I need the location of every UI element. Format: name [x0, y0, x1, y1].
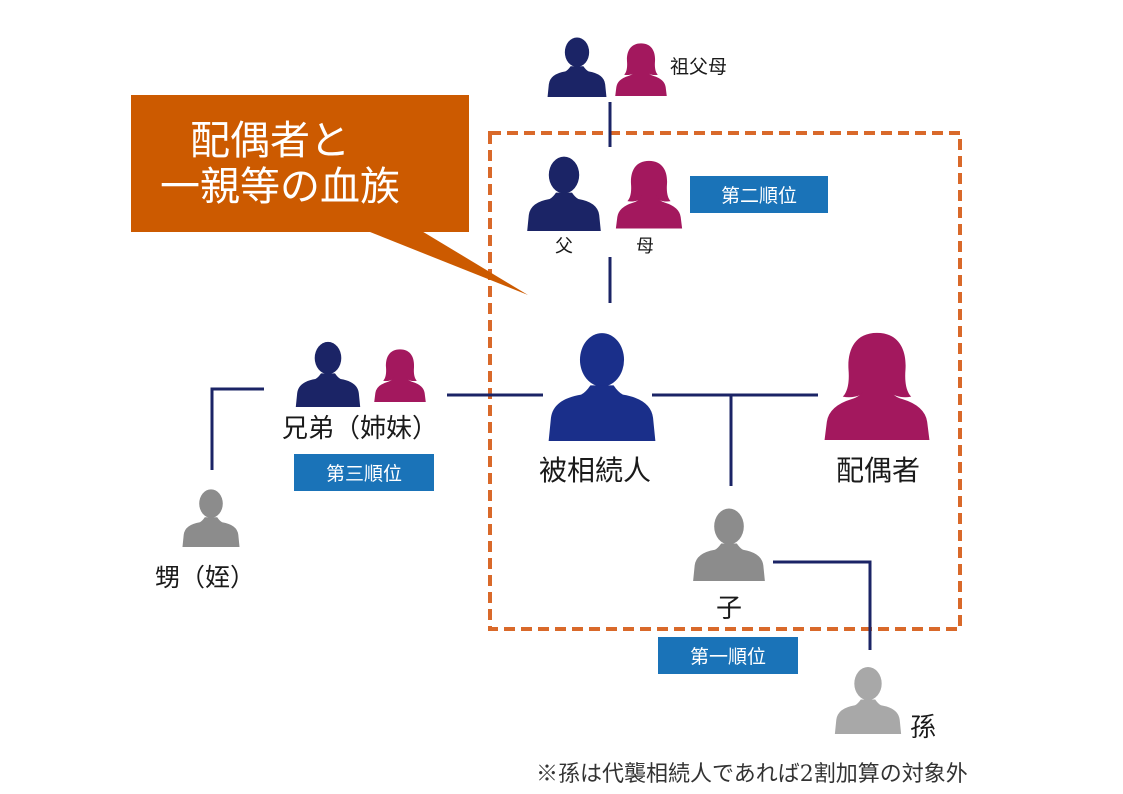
label-decedent: 被相続人 [539, 454, 652, 487]
spouse-icon [824, 332, 930, 440]
badge-third-rank: 第三順位 [294, 454, 434, 491]
label-mother: 母 [636, 236, 654, 257]
mother-icon [615, 160, 683, 229]
footnote: ※孫は代襲相続人であれば2割加算の対象外 [536, 762, 968, 787]
decedent-icon [548, 333, 656, 441]
label-nephew: 甥（姪） [155, 563, 256, 592]
grandfather-icon [547, 37, 607, 97]
label-spouse: 配偶者 [836, 454, 921, 487]
father-icon [527, 156, 601, 231]
label-child: 子 [716, 594, 743, 624]
badge-second-rank: 第二順位 [690, 176, 828, 213]
callout-line-1: 配偶者と [190, 118, 350, 164]
label-grandchild: 孫 [910, 713, 937, 743]
sister-icon [374, 349, 426, 402]
brother-icon [295, 341, 361, 407]
first-degree-range-box [488, 131, 962, 631]
callout-line-2: 一親等の血族 [160, 164, 400, 210]
label-grandparents: 祖父母 [670, 56, 728, 78]
child-icon [693, 508, 765, 581]
badge-first-rank: 第一順位 [658, 637, 798, 674]
nephew-icon [182, 489, 240, 547]
connector-lines [210, 102, 872, 650]
label-siblings: 兄弟（姉妹） [282, 414, 439, 444]
label-father: 父 [555, 236, 573, 257]
callout-text: 配偶者と 一親等の血族 [160, 118, 400, 210]
grandchild-icon [834, 667, 902, 734]
callout-box [131, 95, 528, 295]
grandmother-icon [615, 43, 667, 96]
